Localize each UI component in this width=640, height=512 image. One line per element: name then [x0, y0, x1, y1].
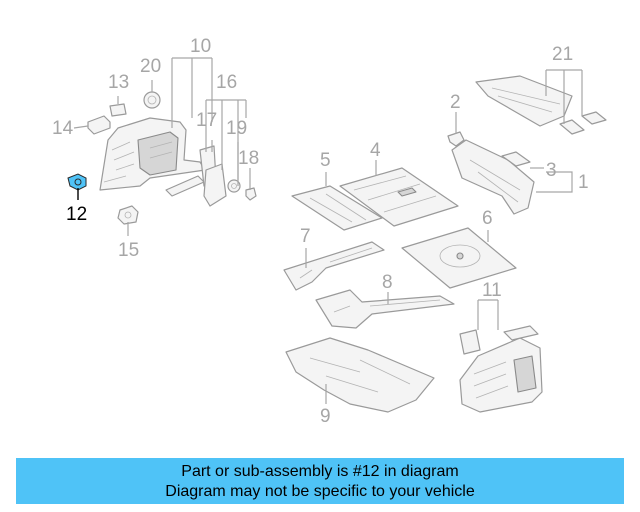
cover-panel [165, 175, 205, 197]
callout-20: 20 [140, 56, 161, 77]
part-7-bracket [283, 241, 385, 291]
part-4-board [339, 167, 459, 227]
part-16-trim [203, 163, 227, 207]
part-11-lid [503, 325, 539, 341]
part-19-grommet [227, 179, 241, 193]
part-14-lamp [87, 115, 111, 135]
callout-3: 3 [546, 160, 557, 181]
leader-lines [73, 57, 583, 404]
callout-9: 9 [320, 406, 331, 427]
part-15-hook [117, 205, 139, 225]
part-info-banner: Part or sub-assembly is #12 in diagram D… [16, 458, 624, 504]
part-6-mat [401, 227, 517, 289]
callout-16: 16 [216, 72, 237, 93]
part-5-board [291, 185, 383, 231]
part-1-sill [451, 139, 535, 215]
part-21-cap-a [559, 119, 585, 135]
callout-6: 6 [482, 208, 493, 229]
part-18-clip [245, 187, 257, 201]
callout-2: 2 [450, 92, 461, 113]
callout-8: 8 [382, 272, 393, 293]
callout-5: 5 [320, 150, 331, 171]
part-13-clip [109, 103, 127, 117]
callout-10: 10 [190, 36, 211, 57]
part-11-cover [459, 329, 481, 355]
banner-line-2: Diagram may not be specific to your vehi… [165, 483, 475, 500]
callout-1: 1 [578, 172, 589, 193]
part-11-quarter-trim [459, 337, 543, 413]
quarter-trim-panel-left [99, 117, 206, 191]
callout-19: 19 [226, 118, 247, 139]
callout-18: 18 [238, 148, 259, 169]
part-8-bracket [315, 289, 455, 329]
callout-7: 7 [300, 226, 311, 247]
part-21-shelf [475, 75, 573, 127]
callout-15: 15 [118, 240, 139, 261]
part-3-pad [501, 151, 531, 167]
callout-12: 12 [66, 204, 87, 225]
callout-labels: 10 20 13 14 16 17 19 18 15 12 5 4 6 7 8 … [52, 36, 589, 427]
part-9-liner [285, 337, 435, 413]
callout-21: 21 [552, 44, 573, 65]
callout-14: 14 [52, 118, 74, 139]
part-20-grommet [143, 91, 161, 109]
callout-11: 11 [482, 280, 502, 301]
banner-line-1: Part or sub-assembly is #12 in diagram [181, 463, 459, 480]
callout-17: 17 [196, 110, 217, 131]
callout-4: 4 [370, 140, 381, 161]
part-12-highlighted [67, 173, 87, 191]
part-2-clip [447, 131, 465, 147]
callout-13: 13 [108, 72, 129, 93]
part-21-cap-b [581, 111, 607, 125]
